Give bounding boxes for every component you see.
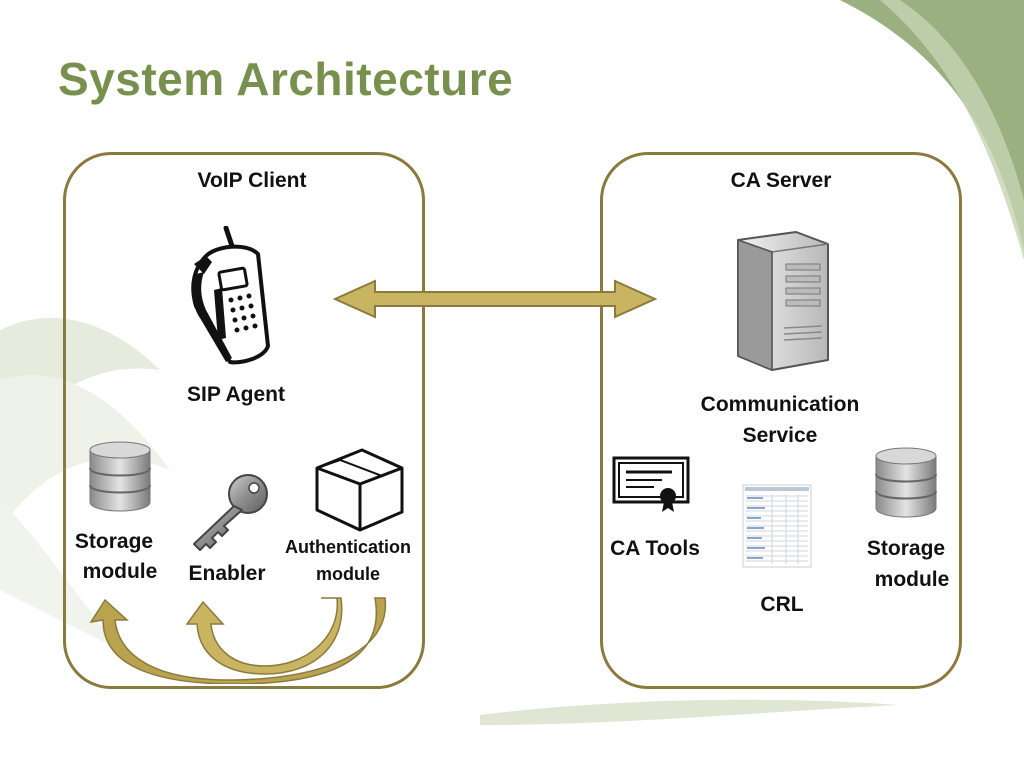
sip-agent-label: SIP Agent [186, 383, 286, 406]
ca-server-panel [600, 152, 962, 689]
mobile-phone-icon [191, 226, 271, 365]
crl-label: CRL [760, 593, 804, 616]
server-tower-icon [737, 231, 829, 372]
comm-service-label-1: Communication [700, 393, 860, 416]
slide-title: System Architecture [58, 53, 514, 105]
left-swoosh [0, 317, 160, 450]
voip-client-header: VoIP Client [197, 169, 307, 192]
client-storage-label-2: module [82, 560, 158, 583]
server-storage-label-2: module [874, 568, 950, 591]
ca-server-header: CA Server [730, 169, 832, 192]
auth-label-1: Authentication [285, 537, 411, 557]
auth-label-2: module [315, 564, 380, 584]
curved-arrows [89, 597, 387, 684]
database-icon [875, 447, 937, 518]
enabler-label: Enabler [188, 562, 266, 585]
bottom-swoosh [480, 699, 900, 725]
key-icon [193, 474, 268, 551]
curved-arrow-to-enabler [185, 597, 343, 675]
client-storage-label-1: Storage [74, 530, 154, 553]
server-storage-label-1: Storage [866, 537, 946, 560]
bidirectional-arrow [332, 279, 658, 319]
comm-service-label-2: Service [742, 424, 818, 447]
crl-document-icon [742, 484, 812, 568]
database-icon [89, 441, 151, 512]
cube-icon [315, 448, 404, 532]
curved-arrow-to-storage [89, 597, 387, 684]
ca-tools-label: CA Tools [610, 537, 700, 560]
certificate-icon [612, 456, 690, 512]
voip-client-panel [63, 152, 425, 689]
top-right-swoosh [840, 0, 1024, 250]
